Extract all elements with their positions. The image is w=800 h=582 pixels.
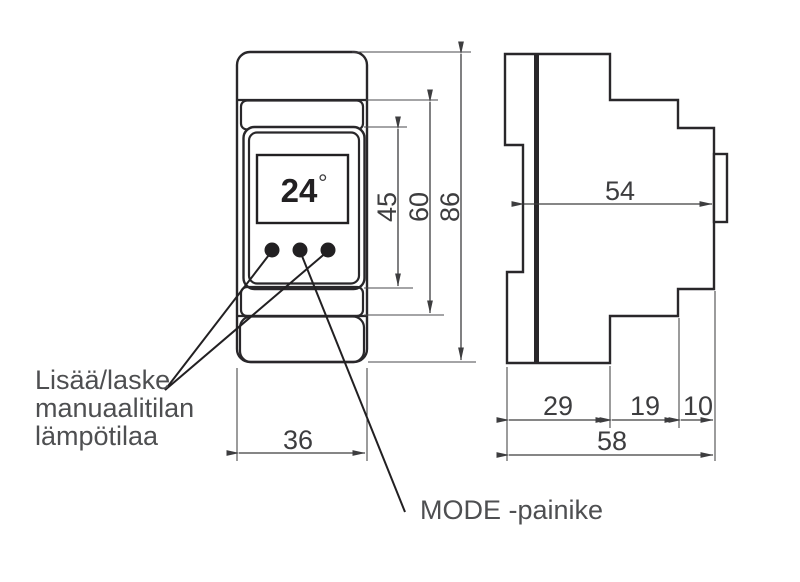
- degree-symbol: °: [318, 170, 328, 197]
- callout-line-right-button: [164, 250, 329, 391]
- dim-value-19: 19: [630, 391, 660, 421]
- dim-value-45: 45: [372, 192, 402, 222]
- dim-value-58: 58: [597, 426, 627, 456]
- callout-line-left-button: [164, 250, 273, 391]
- temp-adjust-button-left: [264, 242, 280, 258]
- mode-button-label: MODE -painike: [420, 495, 603, 525]
- device-body-side: [503, 52, 716, 365]
- display-temperature-value: 24: [281, 172, 318, 209]
- side-view: [503, 52, 729, 365]
- side-view-dimensions: 54 29 19 10 58: [496, 176, 716, 461]
- temp-buttons-label-line1: Lisää/laske: [35, 365, 170, 395]
- faceplate-inner: [247, 131, 361, 285]
- dim-value-86: 86: [435, 192, 465, 222]
- temp-buttons-label-line2: manuaalitilan: [35, 393, 194, 423]
- front-view: 24 °: [235, 50, 369, 364]
- dim-value-29: 29: [543, 391, 573, 421]
- dim-value-60: 60: [404, 192, 434, 222]
- callout-line-mode-button: [299, 250, 406, 513]
- front-clip-tab: [712, 152, 729, 224]
- bottom-cap: [238, 315, 366, 364]
- dim-value-36: 36: [283, 425, 313, 455]
- callout-annotations: Lisää/laske manuaalitilan lämpötilaa MOD…: [35, 250, 603, 525]
- temp-buttons-label-line3: lämpötilaa: [35, 421, 159, 451]
- dim-value-54: 54: [605, 176, 635, 206]
- front-view-dimensions: 45 60 86 36: [226, 41, 476, 461]
- lcd-display: [255, 153, 350, 225]
- mode-button: [292, 242, 308, 258]
- dim-value-10: 10: [683, 391, 713, 421]
